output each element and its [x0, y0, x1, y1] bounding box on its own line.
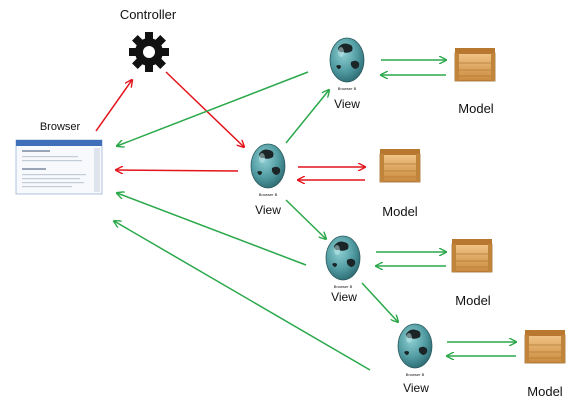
model-node-4: Model	[524, 329, 566, 399]
arrow-view3-to-view4	[361, 282, 398, 322]
model-label: Model	[527, 384, 563, 399]
view-label: View	[403, 381, 429, 395]
view-label: View	[255, 203, 281, 217]
browser-node: Browser	[15, 121, 103, 195]
view-node-4: View	[397, 323, 433, 395]
arrow-view4-to-browser	[114, 221, 371, 371]
egg-icon	[250, 143, 286, 198]
egg-icon	[329, 37, 365, 92]
model-label: Model	[455, 293, 491, 308]
crate-icon	[454, 47, 496, 82]
gear-icon	[129, 32, 169, 72]
arrow-view1-to-browser	[117, 71, 309, 146]
crate-icon	[451, 238, 493, 273]
view-node-main: View	[250, 143, 286, 217]
model-label: Model	[382, 204, 418, 219]
view-node-3: View	[325, 235, 361, 304]
model-node-3: Model	[451, 238, 493, 308]
crate-icon	[524, 329, 566, 364]
crate-icon	[379, 148, 421, 183]
egg-icon	[325, 235, 361, 290]
model-node-2: Model	[379, 148, 421, 219]
arrow-controller-to-view	[165, 71, 244, 147]
arrow-view-to-view1	[285, 90, 329, 144]
browser-label: Browser	[40, 121, 81, 133]
view-label: View	[331, 290, 357, 304]
view-node-1: View	[329, 37, 365, 111]
browser-window-icon	[15, 139, 103, 195]
controller-label: Controller	[120, 7, 177, 22]
arrow-browser-to-controller	[95, 80, 132, 132]
arrow-view-to-browser-red	[116, 170, 239, 171]
egg-icon	[397, 323, 433, 378]
arrow-view3-to-browser	[117, 193, 307, 266]
model-label: Model	[458, 101, 494, 116]
model-node-1: Model	[454, 47, 496, 116]
controller-node: Controller	[120, 7, 177, 72]
view-label: View	[334, 97, 360, 111]
arrow-view-to-view3	[285, 199, 326, 239]
